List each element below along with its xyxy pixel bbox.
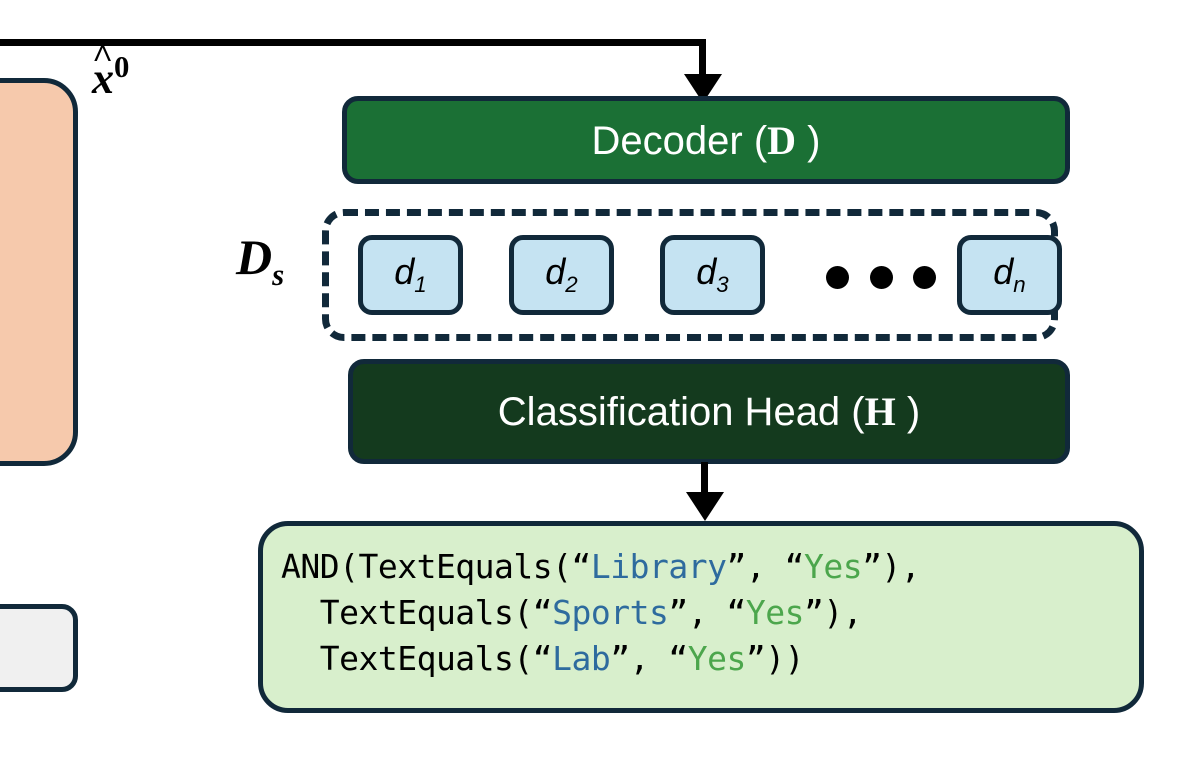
left-peach-panel xyxy=(0,78,78,466)
input-latent-superscript: 0 xyxy=(114,50,130,84)
classification-head-symbol: H xyxy=(864,389,896,434)
token-group-label: Ds xyxy=(236,232,284,290)
token-base-d3: d xyxy=(696,250,717,292)
input-route-horizontal-line xyxy=(0,39,706,46)
output-token-plain: ”, “ xyxy=(726,547,804,586)
token-sub-d1: 1 xyxy=(414,271,427,297)
decoder-box[interactable]: Decoder (D ) xyxy=(342,96,1070,184)
output-expression-line: AND(TextEquals(“Library”, “Yes”), xyxy=(281,544,1139,590)
classification-head-box[interactable]: Classification Head (H ) xyxy=(348,359,1070,464)
decoder-label-suffix: ) xyxy=(796,118,821,163)
output-token-plain: ”), xyxy=(862,547,921,586)
token-box-d1[interactable]: d1 xyxy=(358,235,463,315)
token-sub-d2: 2 xyxy=(565,271,578,297)
output-expression-box[interactable]: AND(TextEquals(“Library”, “Yes”), TextEq… xyxy=(258,521,1144,713)
token-base-d1: d xyxy=(394,250,415,292)
token-sub-dn: n xyxy=(1013,271,1026,297)
output-route-vertical-line xyxy=(701,462,708,504)
output-arrowhead-icon xyxy=(686,492,724,521)
output-token-plain: TextEquals(“ xyxy=(281,639,553,679)
token-sub-d3: 3 xyxy=(716,271,729,297)
token-group-label-base: D xyxy=(236,229,273,285)
input-latent-symbol: x xyxy=(92,53,114,103)
output-expression-line: TextEquals(“Sports”, “Yes”), xyxy=(281,590,1139,636)
decoder-label: Decoder (D ) xyxy=(592,117,821,164)
output-token-key: Lab xyxy=(552,639,611,679)
token-base-dn: d xyxy=(993,250,1014,292)
output-token-plain: ”, “ xyxy=(610,639,688,679)
hat-accent-icon: ^ xyxy=(92,35,114,76)
output-token-plain: AND(TextEquals(“ xyxy=(281,547,591,586)
token-group-label-subscript: s xyxy=(272,257,285,292)
token-base-d2: d xyxy=(545,250,566,292)
output-token-plain: ”, “ xyxy=(668,593,746,633)
output-token-key: Sports xyxy=(552,593,669,633)
output-token-plain: ”)) xyxy=(745,639,805,679)
output-token-val: Yes xyxy=(687,639,747,679)
token-box-d3[interactable]: d3 xyxy=(660,235,765,315)
output-expression-line: TextEquals(“Lab”, “Yes”)) xyxy=(281,636,1139,682)
ellipsis-dot-1 xyxy=(826,265,849,289)
token-label-dn: dn xyxy=(993,250,1026,297)
decoder-symbol: D xyxy=(767,117,797,163)
output-token-val: Yes xyxy=(745,593,805,633)
left-gray-panel xyxy=(0,604,78,692)
token-label-d3: d3 xyxy=(696,250,729,297)
output-token-plain: ”), xyxy=(803,593,863,633)
output-token-val: Yes xyxy=(803,547,863,586)
input-latent-base: ^x xyxy=(92,38,114,103)
token-label-d1: d1 xyxy=(394,250,427,297)
token-box-dn[interactable]: dn xyxy=(957,235,1062,315)
input-latent-label: ^x0 xyxy=(92,38,212,114)
output-expression-code: AND(TextEquals(“Library”, “Yes”), TextEq… xyxy=(281,544,1139,683)
input-route-vertical-line xyxy=(699,39,706,87)
ellipsis-dot-3 xyxy=(913,265,936,289)
ellipsis-dot-2 xyxy=(869,265,893,289)
classification-head-label: Classification Head (H ) xyxy=(498,388,920,435)
output-token-plain: TextEquals(“ xyxy=(281,593,553,633)
classification-head-label-suffix: ) xyxy=(895,390,921,434)
token-box-d2[interactable]: d2 xyxy=(509,235,614,315)
decoder-label-prefix: Decoder ( xyxy=(591,118,768,163)
output-token-key: Library xyxy=(590,547,727,586)
token-label-d2: d2 xyxy=(545,250,578,297)
classification-head-label-prefix: Classification Head ( xyxy=(497,390,865,434)
token-ellipsis-icon xyxy=(826,262,936,292)
